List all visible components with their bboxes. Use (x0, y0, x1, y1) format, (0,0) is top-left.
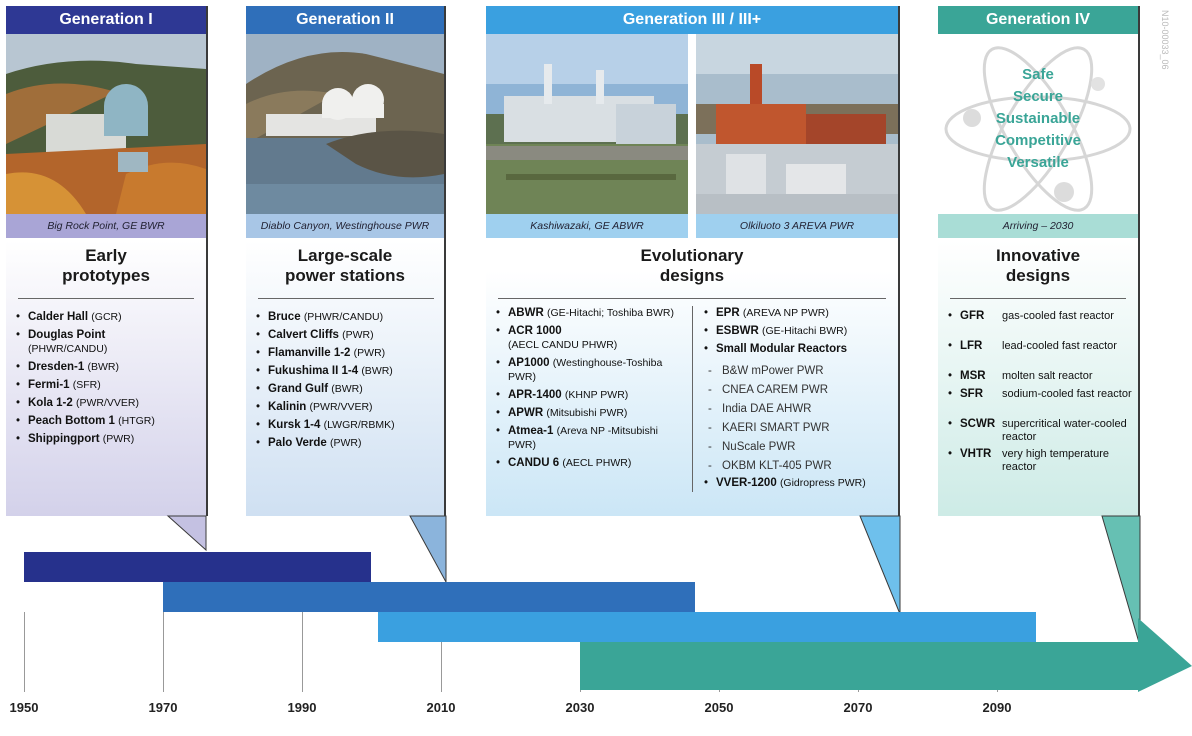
diablo-canyon-photo (246, 34, 444, 214)
list-item: -CNEA CAREM PWR (708, 384, 829, 396)
divider (950, 298, 1126, 299)
generation-4-panel: Generation IV Safe Secure Sustainable Co… (938, 6, 1140, 516)
callout-pointer-gen3 (859, 515, 901, 615)
year-label: 1970 (148, 700, 178, 715)
generation-1-title: Early prototypes (62, 246, 150, 285)
kashiwazaki-photo (486, 34, 688, 214)
list-item: •Kola 1-2 (PWR/VVER) (16, 397, 139, 409)
list-item: •Small Modular Reactors (704, 343, 848, 355)
timeline-tick (163, 612, 164, 692)
divider (498, 298, 886, 299)
list-item: •VVER-1200 (Gidropress PWR) (704, 477, 866, 489)
list-item: •Bruce (PHWR/CANDU) (256, 311, 384, 323)
list-item: •ACR 1000(AECL CANDU PHWR) (496, 325, 618, 351)
goal-label: Sustainable (995, 110, 1081, 127)
list-item: -NuScale PWR (708, 441, 796, 453)
list-item: •AP1000 (Westinghouse-Toshiba PWR) (496, 357, 663, 383)
year-label: 1950 (9, 700, 39, 715)
generation-3-reactor-list-right-end: •VVER-1200 (Gidropress PWR) (704, 476, 894, 494)
year-label: 2010 (426, 700, 456, 715)
timeline-tick (302, 612, 303, 692)
generation-3-reactor-list-left: •ABWR (GE-Hitachi; Toshiba BWR) •ACR 100… (496, 306, 682, 474)
generation-3-photo-caption-left: Kashiwazaki, GE ABWR (486, 214, 688, 238)
generation-3-title: Evolutionary designs (640, 246, 744, 285)
list-item: •Atmea-1 (Areva NP -Mitsubishi PWR) (496, 425, 658, 451)
list-item: •Peach Bottom 1 (HTGR) (16, 415, 155, 427)
list-item: -KAERI SMART PWR (708, 422, 830, 434)
watermark: N10-00033_06 (1160, 10, 1170, 70)
list-item: -B&W mPower PWR (708, 365, 824, 377)
generation-2-title: Large-scale power stations (285, 246, 405, 285)
generation-1-reactor-list: •Calder Hall (GCR) •Douglas Point(PHWR/C… (16, 310, 196, 450)
big-rock-point-photo (6, 34, 206, 214)
list-item: •Fukushima II 1-4 (BWR) (256, 365, 393, 377)
column-divider (692, 306, 693, 492)
generation-3-photo-caption-right: Olkiluoto 3 AREVA PWR (696, 214, 898, 238)
year-label: 2070 (843, 700, 873, 715)
generation-1-header: Generation I (6, 6, 206, 34)
goal-label: Secure (1012, 88, 1064, 105)
goal-label: Safe (1022, 66, 1054, 83)
generation-1-photo-caption: Big Rock Point, GE BWR (6, 214, 206, 238)
goal-label: Competitive (995, 132, 1081, 149)
generation-2-header: Generation II (246, 6, 444, 34)
list-item: •EPR (AREVA NP PWR) (704, 307, 829, 319)
timeline-bar-gen2 (163, 582, 695, 612)
list-item: •Dresden-1 (BWR) (16, 361, 119, 373)
list-item: •Shippingport (PWR) (16, 433, 135, 445)
list-item: -OKBM KLT-405 PWR (708, 460, 832, 472)
divider (18, 298, 194, 299)
list-item: •ESBWR (GE-Hitachi BWR) (704, 325, 848, 337)
list-item: •APWR (Mitsubishi PWR) (496, 407, 628, 419)
list-item: •Douglas Point(PHWR/CANDU) (16, 329, 108, 355)
generation-2-reactor-list: •Bruce (PHWR/CANDU) •Calvert Cliffs (PWR… (256, 310, 436, 454)
list-item: •Calder Hall (GCR) (16, 311, 122, 323)
goal-label: Versatile (1007, 154, 1069, 171)
divider (258, 298, 434, 299)
list-item: •Grand Gulf (BWR) (256, 383, 363, 395)
list-item: •ABWR (GE-Hitachi; Toshiba BWR) (496, 307, 674, 319)
list-item: -India DAE AHWR (708, 403, 812, 415)
timeline-tick (24, 612, 25, 692)
smr-list: -B&W mPower PWR -CNEA CAREM PWR -India D… (708, 364, 894, 478)
list-item: •Fermi-1 (SFR) (16, 379, 101, 391)
generation-3-panel: Generation III / III+ Kash (486, 6, 900, 516)
generation-4-title: Innovative designs (995, 246, 1081, 285)
list-item: •Kalinin (PWR/VVER) (256, 401, 373, 413)
year-label: 2030 (565, 700, 595, 715)
generation-4-caption: Arriving – 2030 (938, 214, 1138, 238)
generation-2-photo-caption: Diablo Canyon, Westinghouse PWR (246, 214, 444, 238)
generation-1-panel: Generation I Big Rock Point, GE BWR Earl… (6, 6, 208, 516)
year-label: 2090 (982, 700, 1012, 715)
list-item: •Flamanville 1-2 (PWR) (256, 347, 386, 359)
callout-pointer-gen1 (166, 515, 207, 552)
gen4-goals: Safe Secure Sustainable Competitive Vers… (938, 64, 1138, 174)
list-item: •CANDU 6 (AECL PHWR) (496, 457, 632, 469)
generation-2-panel: Generation II Diablo Canyon, Westinghous… (246, 6, 446, 516)
generation-4-header: Generation IV (938, 6, 1138, 34)
list-item: •Palo Verde (PWR) (256, 437, 362, 449)
timeline-bar-gen3 (378, 612, 1036, 642)
list-item: •Calvert Cliffs (PWR) (256, 329, 374, 341)
timeline-arrow-gen4 (580, 618, 1192, 692)
olkiluoto-photo (696, 34, 898, 214)
timeline-tick (441, 612, 442, 692)
list-item: •APR-1400 (KHNP PWR) (496, 389, 629, 401)
callout-pointer-gen2 (409, 515, 447, 583)
year-label: 1990 (287, 700, 317, 715)
generation-3-header: Generation III / III+ (486, 6, 898, 34)
timeline-bar-gen1 (24, 552, 371, 582)
generation-3-reactor-list-right: •EPR (AREVA NP PWR) •ESBWR (GE-Hitachi B… (704, 306, 894, 360)
year-label: 2050 (704, 700, 734, 715)
atom-graphic: Safe Secure Sustainable Competitive Vers… (938, 34, 1138, 214)
list-item: •Kursk 1-4 (LWGR/RBMK) (256, 419, 395, 431)
atom-icon (944, 46, 1132, 212)
